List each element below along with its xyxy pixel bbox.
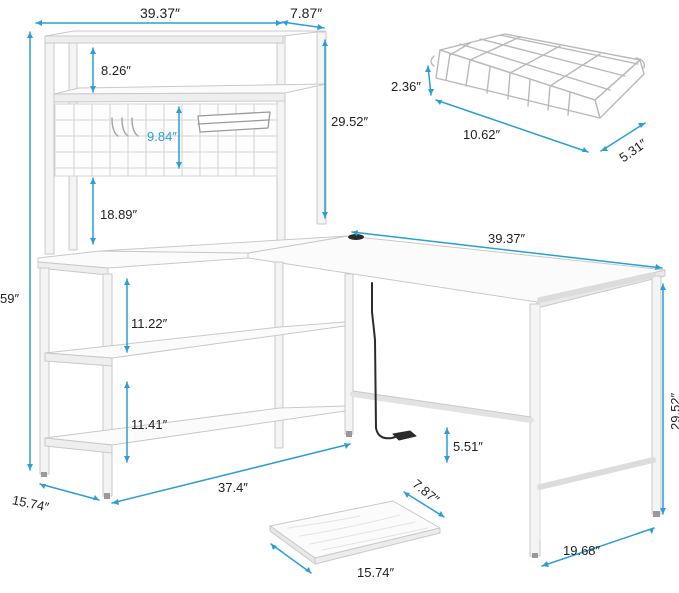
- label-hutch-width: 39.37″: [140, 5, 180, 21]
- label-top-shelf-gap: 8.26″: [101, 63, 131, 78]
- dim-line-hutch-depth: [281, 21, 325, 29]
- label-shelf-gap-upper: 11.22″: [131, 316, 168, 331]
- hutch-shelf: [53, 83, 327, 95]
- dim-line-base-depth: [39, 483, 100, 501]
- label-hutch-depth: 7.87″: [290, 5, 323, 21]
- label-desk-length: 39.37″: [488, 231, 526, 246]
- dim-line-base-length: [111, 443, 351, 504]
- bottom-shelf: [44, 405, 346, 446]
- label-total-height: 59″: [0, 291, 20, 306]
- label-desk-height: 29.52″: [668, 392, 679, 430]
- loose-shelf-inset: [269, 500, 441, 565]
- desk-leg-front: [529, 303, 541, 557]
- label-shelf-length: 15.74″: [357, 565, 395, 580]
- shelf-unit: [37, 30, 349, 499]
- dim-line-desk-depth: [541, 527, 655, 567]
- label-shelf-gap-lower: 11.41″: [131, 417, 168, 432]
- desk-leg-right: [651, 275, 662, 515]
- label-crossbar-clearance: 5.51″: [453, 439, 483, 454]
- label-lower-hutch-gap: 18.89″: [100, 207, 138, 222]
- pegboard-hooks: [111, 117, 139, 137]
- label-basket-length: 10.62″: [463, 127, 501, 142]
- desk-leg-back: [344, 273, 354, 435]
- label-desk-depth: 19.68″: [563, 543, 601, 558]
- wire-basket-inset: [430, 33, 646, 119]
- label-pegboard-height: 9.84″: [147, 129, 177, 144]
- label-hutch-height: 29.52″: [331, 114, 369, 129]
- desk-wing: [247, 234, 666, 558]
- pegboard-basket: [197, 111, 271, 133]
- middle-shelf: [44, 321, 346, 359]
- power-strip: [392, 430, 417, 441]
- dim-line-shelf-depth: [403, 491, 445, 518]
- dim-line-basket-depth: [600, 122, 646, 152]
- label-base-length: 37.4″: [218, 480, 248, 495]
- dim-line-desk-length: [351, 231, 663, 269]
- label-basket-height: 2.36″: [391, 79, 421, 94]
- dim-line-shelf-length: [270, 543, 312, 574]
- cable-grommet: [348, 234, 364, 240]
- dim-line-basket-length: [435, 99, 589, 153]
- power-cable: [371, 282, 399, 440]
